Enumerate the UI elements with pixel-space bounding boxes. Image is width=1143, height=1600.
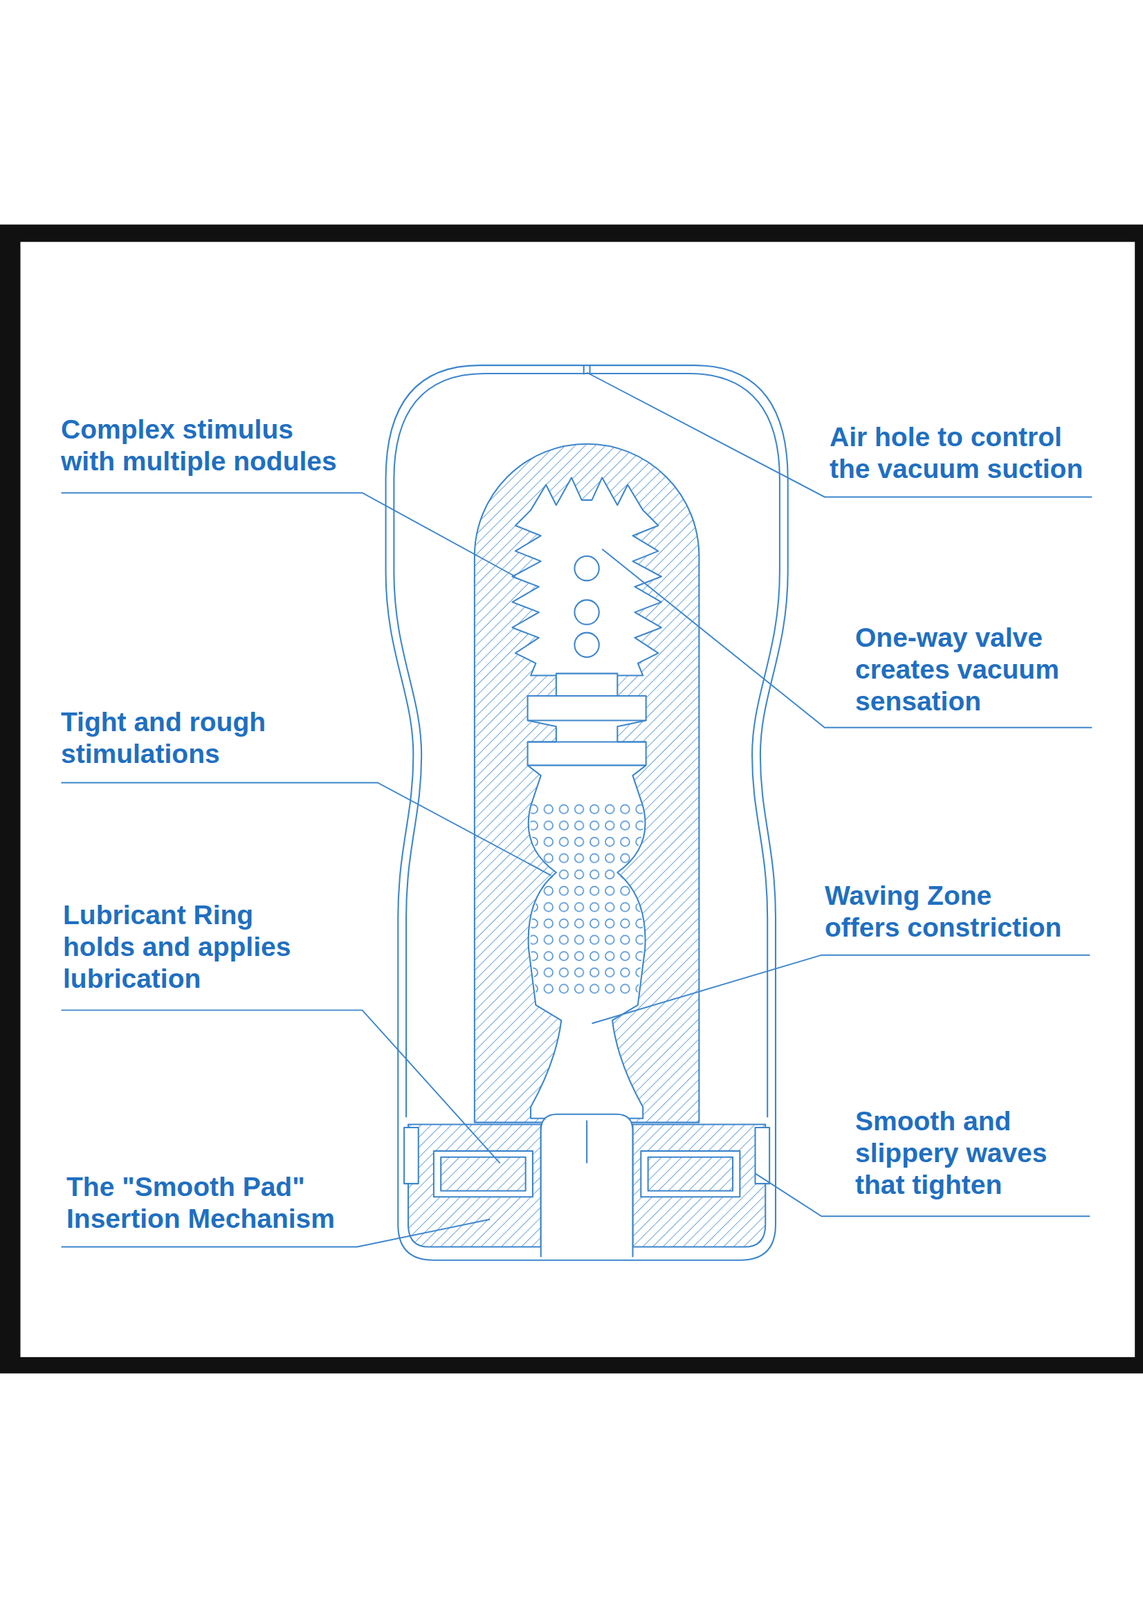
callout-label: One-way valve creates vacuum sensation [855,622,1084,718]
outer-shell [386,365,789,1261]
lubricant-ring [440,1157,526,1192]
callout-label: Tight and rough stimulations [60,706,290,771]
frame-border [0,224,1143,1375]
ring-band [527,696,647,766]
leader-line [61,782,552,876]
callout-label: Waving Zone offers constriction [824,880,1069,944]
valve-hole [574,556,599,581]
leader-line [592,955,1091,1024]
stimulus-chamber [511,477,661,676]
valve-hole [574,633,599,658]
sleeve [474,444,700,1123]
callout-label: Smooth and slippery waves that tighten [855,1105,1074,1202]
insertion-pad [541,1114,634,1258]
lubricant-ring [648,1157,733,1192]
lubricant-ring [433,1151,533,1197]
leader-line [61,1010,501,1164]
nodules [530,801,644,1001]
valve-hole [574,599,599,625]
callout-label: Air hole to control the vacuum suction [829,421,1097,486]
leader-line [601,549,1092,728]
base-block [633,1125,766,1248]
channel [527,673,647,1119]
pad-slit [586,1120,588,1164]
leader-line [61,493,516,578]
callout-label: Lubricant Ring holds and applies lubrica… [62,899,313,995]
frame-inner [20,242,1136,1358]
lubricant-ring [640,1151,740,1197]
callout-label: The "Smooth Pad" Insertion Mechanism [66,1171,371,1236]
callout-label: Complex stimulus with multiple nodules [60,413,346,478]
side-clip [404,1127,419,1184]
base-block [408,1125,542,1248]
